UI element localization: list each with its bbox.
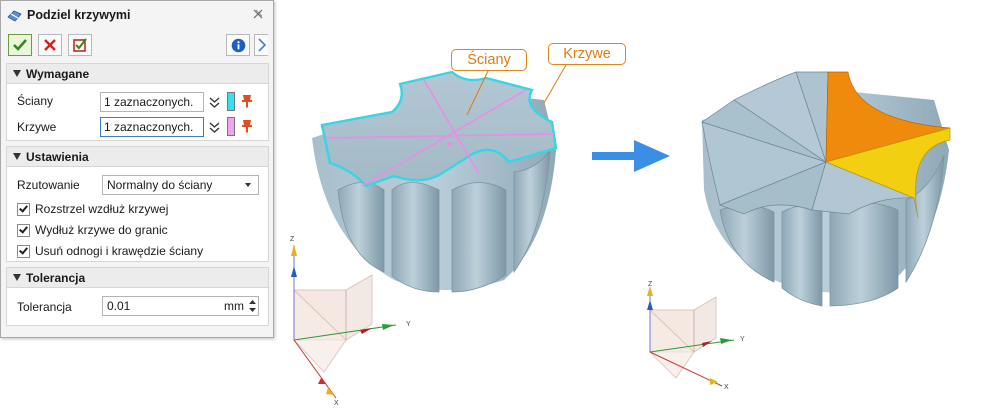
axis-label-z: Z [648, 281, 653, 288]
model-lobe [391, 182, 440, 293]
projection-dropdown[interactable]: Normalny do ściany [102, 175, 259, 195]
axis-label-x: X [334, 400, 339, 407]
graphics-viewport[interactable]: Ściany Krzywe Z Y X Z Y X [274, 0, 1000, 413]
tolerance-section: Tolerancja Tolerancja 0.01 mm [6, 267, 269, 326]
model-before-split[interactable] [312, 70, 558, 293]
option-label: Rozstrzel wzdłuż krzywej [35, 202, 169, 216]
selected-top-face[interactable] [320, 70, 558, 188]
curves-color-swatch[interactable] [227, 117, 235, 136]
model-lobe [905, 154, 945, 284]
cancel-button[interactable] [38, 34, 62, 56]
checkmark-icon [19, 223, 28, 234]
curves-selection-field[interactable]: 1 zaznaczonych. [100, 117, 204, 137]
walls-selection-field[interactable]: 1 zaznaczonych. [100, 92, 204, 112]
model-lobe [513, 148, 551, 274]
viewport-canvas [291, 64, 951, 399]
dialog-title: Podziel krzywymi [27, 8, 131, 22]
checkmark-icon [19, 244, 28, 255]
model-lobe [829, 202, 899, 307]
info-icon [231, 38, 245, 52]
checkbox[interactable] [17, 202, 30, 216]
axis-label-y: Y [406, 321, 411, 328]
axis-label-x: X [724, 384, 729, 391]
option-label: Usuń odnogi i krawędzie ściany [35, 244, 204, 258]
model-lobe [781, 205, 823, 307]
double-chevron-down-icon[interactable] [209, 96, 220, 110]
selected-curves[interactable] [325, 79, 555, 187]
more-icon [257, 38, 266, 52]
split-by-curves-dialog: Podziel krzywymi [0, 0, 274, 338]
pin-icon[interactable] [240, 118, 254, 134]
model-after-split[interactable] [701, 71, 951, 307]
x-icon [44, 39, 56, 51]
option-label: Wydłuż krzywe do granic [35, 223, 168, 237]
option-extend-curves[interactable]: Wydłuż krzywe do granic [17, 222, 168, 238]
walls-label: Ściany [17, 94, 54, 108]
checkmark-icon [19, 202, 28, 213]
more-button[interactable] [254, 34, 268, 56]
required-section-title: Wymagane [26, 67, 90, 81]
collapse-arrow-icon [13, 274, 21, 281]
tolerance-section-title: Tolerancja [26, 271, 86, 285]
arrow-right-icon [592, 140, 670, 172]
tolerance-unit: mm [224, 299, 244, 313]
collapse-arrow-icon [13, 70, 21, 77]
option-remove-branches[interactable]: Usuń odnogi i krawędzie ściany [17, 243, 203, 259]
required-section: Wymagane Ściany 1 zaznaczonych. Krzywe 1… [6, 63, 269, 141]
model-lobe [337, 182, 385, 273]
projection-value: Normalny do ściany [107, 178, 213, 192]
pin-icon[interactable] [240, 93, 254, 109]
walls-color-swatch[interactable] [227, 92, 235, 111]
settings-section: Ustawienia Rzutowanie Normalny do ściany… [6, 146, 269, 262]
chevron-down-icon [245, 183, 251, 187]
double-chevron-down-icon[interactable] [209, 121, 220, 135]
spinner-icon[interactable] [248, 298, 257, 314]
info-button[interactable] [226, 34, 250, 56]
axis-triad-right [647, 286, 735, 387]
settings-section-header[interactable]: Ustawienia [7, 147, 268, 167]
curve-intersection-point [447, 141, 453, 147]
close-icon[interactable] [251, 7, 265, 21]
apply-icon [73, 38, 87, 52]
split-faces-icon [7, 10, 22, 22]
ok-button[interactable] [8, 34, 32, 56]
axis-label-z: Z [290, 236, 295, 243]
tolerance-section-header[interactable]: Tolerancja [7, 268, 268, 288]
model-lobe [451, 182, 507, 293]
checkbox[interactable] [17, 244, 30, 258]
tolerance-label: Tolerancja [17, 300, 72, 314]
collapse-arrow-icon [13, 153, 21, 160]
curves-callout: Krzywe [548, 43, 626, 65]
apply-button[interactable] [68, 34, 92, 56]
checkbox[interactable] [17, 223, 30, 237]
axis-label-y: Y [740, 336, 745, 343]
option-explode-along-curve[interactable]: Rozstrzel wzdłuż krzywej [17, 201, 168, 217]
settings-section-title: Ustawienia [26, 150, 89, 164]
required-section-header[interactable]: Wymagane [7, 64, 268, 84]
axis-triad-left [291, 244, 397, 399]
tolerance-value: 0.01 [107, 299, 131, 313]
curves-label: Krzywe [17, 120, 57, 134]
projection-label: Rzutowanie [17, 178, 80, 192]
check-icon [13, 39, 27, 51]
walls-callout: Ściany [451, 49, 527, 71]
tolerance-input[interactable]: 0.01 mm [102, 296, 259, 316]
dialog-titlebar[interactable]: Podziel krzywymi [1, 1, 273, 29]
